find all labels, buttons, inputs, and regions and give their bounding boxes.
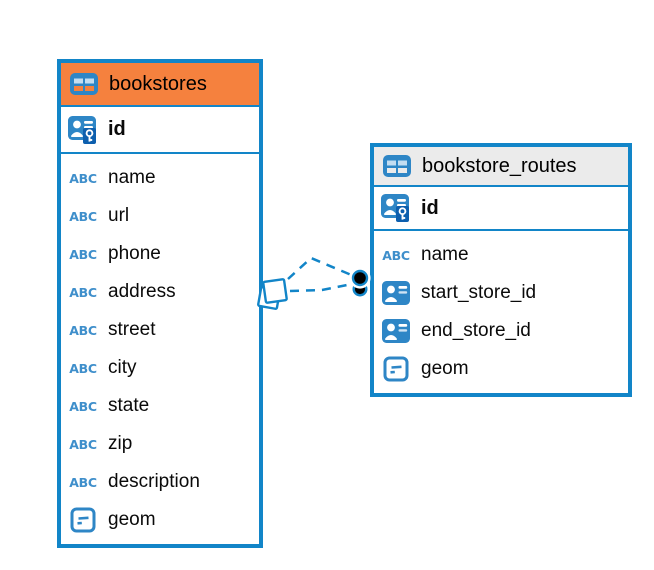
primary-key-icon: [380, 194, 412, 222]
column-row-geom[interactable]: geom: [61, 501, 259, 539]
column-row-id[interactable]: id: [374, 187, 628, 231]
relation-target-marker[interactable]: [349, 267, 371, 297]
table-title: bookstore_routes: [422, 154, 577, 177]
column-row-description[interactable]: ABC description: [61, 463, 259, 501]
table-bookstore-routes[interactable]: bookstore_routes id ABC name start_store…: [370, 143, 632, 397]
text-type-icon: ABC: [69, 360, 97, 376]
column-name: id: [108, 118, 126, 140]
column-name: name: [421, 244, 469, 265]
column-row-name[interactable]: ABC name: [374, 236, 628, 274]
column-name: geom: [108, 509, 156, 530]
column-name: geom: [421, 358, 469, 379]
text-type-icon: ABC: [69, 436, 97, 452]
column-row-url[interactable]: ABC url: [61, 197, 259, 235]
table-icon: [381, 154, 413, 178]
foreign-key-icon: [380, 319, 412, 343]
column-list: ABC name start_store_id end_store_id ge: [374, 231, 628, 393]
text-type-icon: ABC: [69, 398, 97, 414]
column-row-state[interactable]: ABC state: [61, 387, 259, 425]
column-name: description: [108, 471, 200, 492]
column-name: end_store_id: [421, 320, 531, 341]
column-name: city: [108, 357, 137, 378]
text-type-icon: ABC: [69, 322, 97, 338]
table-title: bookstores: [109, 72, 207, 95]
column-list: ABC name ABC url ABC phone ABC address A…: [61, 154, 259, 544]
text-type-icon: ABC: [69, 208, 97, 224]
primary-key-icon: [67, 116, 99, 144]
column-row-id[interactable]: id: [61, 107, 259, 154]
table-bookstores[interactable]: bookstores id ABC name ABC url ABC phone…: [57, 59, 263, 548]
column-name: state: [108, 395, 150, 416]
text-type-icon: ABC: [69, 474, 97, 490]
column-name: address: [108, 281, 176, 302]
relation-line-end-store-id[interactable]: [287, 256, 357, 280]
column-row-zip[interactable]: ABC zip: [61, 425, 259, 463]
column-name: id: [421, 196, 439, 219]
column-name: street: [108, 319, 156, 340]
text-type-icon: ABC: [69, 170, 97, 186]
column-row-address[interactable]: ABC address: [61, 273, 259, 311]
text-type-icon: ABC: [69, 246, 97, 262]
column-name: phone: [108, 243, 161, 264]
text-type-icon: ABC: [69, 284, 97, 300]
table-header[interactable]: bookstores: [61, 63, 259, 107]
column-row-start-store-id[interactable]: start_store_id: [374, 274, 628, 312]
column-name: zip: [108, 433, 133, 454]
relation-line-start-store-id[interactable]: [289, 281, 358, 293]
column-name: start_store_id: [421, 282, 537, 303]
column-name: url: [108, 205, 130, 226]
table-icon: [68, 72, 100, 96]
geometry-type-icon: [67, 507, 99, 533]
column-row-geom[interactable]: geom: [374, 350, 628, 388]
column-name: name: [108, 167, 156, 188]
column-row-street[interactable]: ABC street: [61, 311, 259, 349]
column-row-end-store-id[interactable]: end_store_id: [374, 312, 628, 350]
column-row-city[interactable]: ABC city: [61, 349, 259, 387]
foreign-key-icon: [380, 281, 412, 305]
text-type-icon: ABC: [382, 247, 410, 263]
column-row-phone[interactable]: ABC phone: [61, 235, 259, 273]
column-row-name[interactable]: ABC name: [61, 159, 259, 197]
geometry-type-icon: [380, 356, 412, 382]
table-header[interactable]: bookstore_routes: [374, 147, 628, 187]
